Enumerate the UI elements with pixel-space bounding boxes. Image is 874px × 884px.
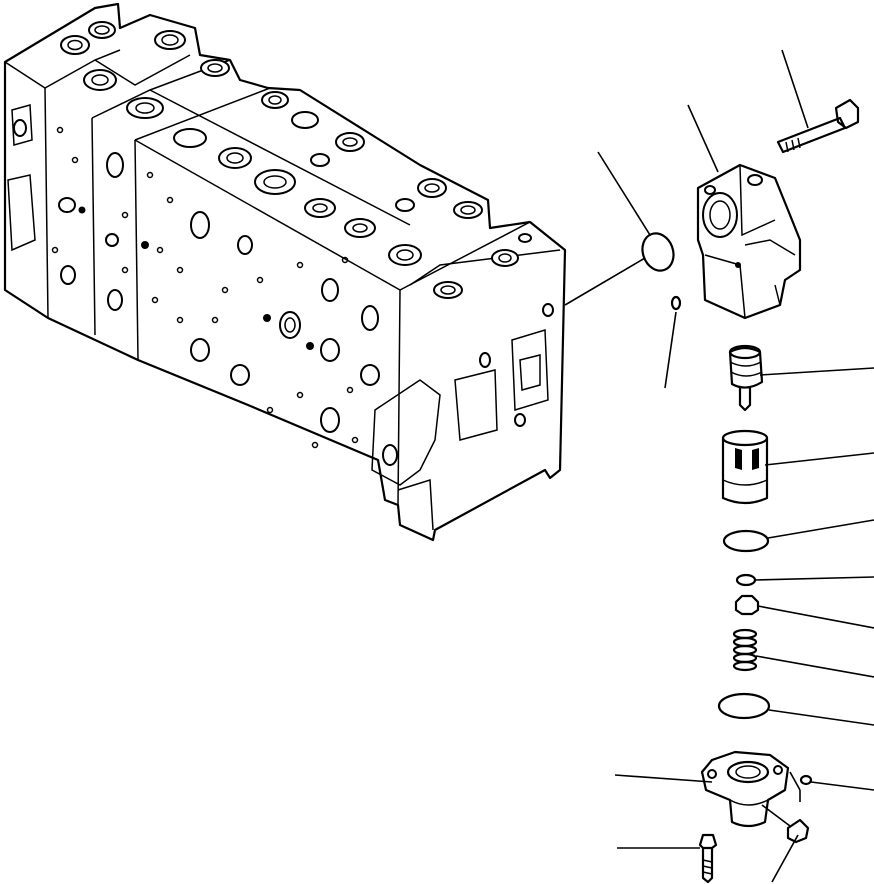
sleeve <box>721 429 769 505</box>
leader-cover <box>687 104 719 173</box>
leader-o-ring <box>767 519 874 539</box>
leader-bolt <box>781 49 809 129</box>
leader-spring <box>755 655 874 678</box>
side-face-holes <box>13 119 554 466</box>
flange <box>700 750 790 828</box>
leader-flange <box>614 774 713 783</box>
leader-o-ring-large <box>597 151 651 236</box>
leader-small-o-ring <box>810 781 874 791</box>
spool <box>728 344 764 412</box>
leader-small-o-ring-link <box>789 771 801 791</box>
leader-o-ring-tiny <box>754 576 874 581</box>
bolt <box>776 98 860 154</box>
leader-o-ring-lower <box>768 709 874 726</box>
leader-o-ring-small <box>664 311 677 389</box>
o-ring-tiny <box>735 573 757 587</box>
leader-spool <box>759 367 874 376</box>
plug-lower <box>786 818 810 844</box>
leader-plug-lower <box>771 834 799 883</box>
leader-assembly <box>564 257 646 306</box>
leader-plug-lower-link <box>761 804 791 827</box>
o-ring-small <box>670 295 682 311</box>
small-o-ring <box>799 774 813 786</box>
o-ring-lower <box>717 692 771 720</box>
plug <box>734 594 760 616</box>
cover <box>696 163 802 320</box>
spring <box>732 628 758 672</box>
o-ring-large <box>641 232 675 272</box>
bolt-lower <box>698 833 718 884</box>
leader-plug <box>757 605 874 629</box>
o-ring <box>722 529 770 553</box>
top-ports <box>60 21 532 299</box>
callout-leaders <box>564 49 874 883</box>
valve-block-assembly <box>3 2 567 542</box>
leader-sleeve <box>764 452 874 466</box>
